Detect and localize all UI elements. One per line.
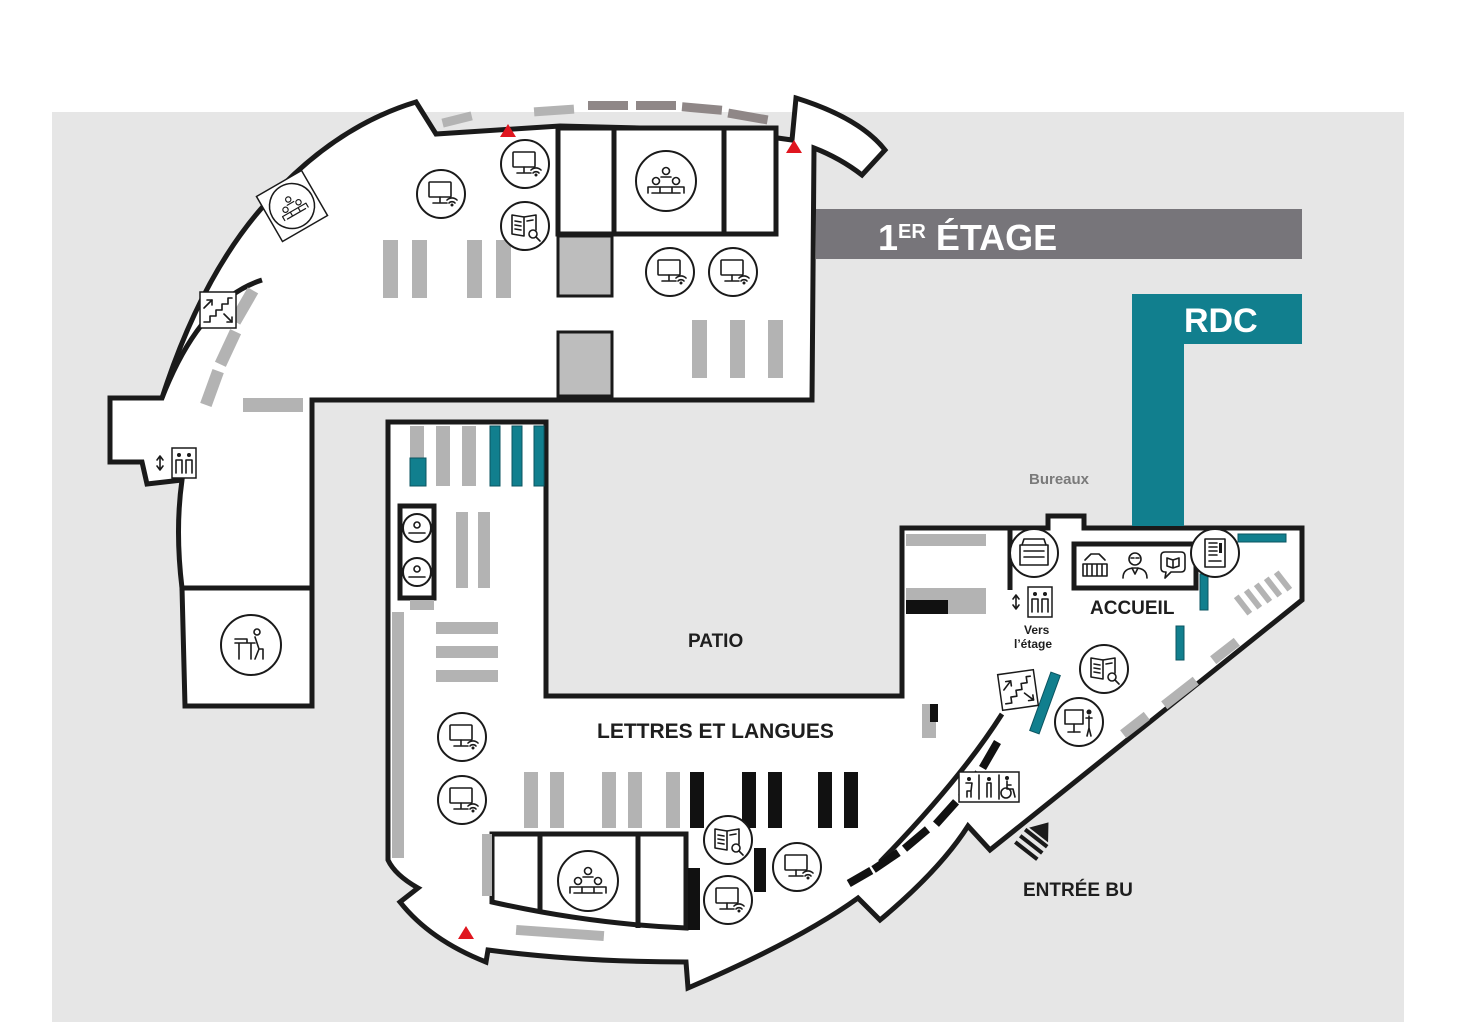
group-work-room-icon (402, 513, 432, 543)
upper-shelves (200, 240, 783, 412)
upper-floor-banner (816, 209, 1302, 259)
emergency-marker-icon (500, 124, 516, 137)
group-work-room-icon (557, 850, 619, 912)
study-desk-icon (220, 614, 282, 676)
computer-wifi-icon (772, 842, 822, 892)
upper-grey-room (556, 234, 614, 298)
ground-floor-banner (1132, 294, 1302, 526)
vers-etage-label-2: l’étage (1014, 637, 1052, 651)
library-building-icon (1082, 553, 1108, 577)
help-chat-icon (1160, 551, 1186, 579)
group-work-room-icon (635, 150, 697, 212)
patio-label: PATIO (688, 631, 743, 652)
entree-bu-label: ENTRÉE BU (1023, 879, 1133, 901)
computer-wifi-icon (703, 875, 753, 925)
vers-etage-label-1: Vers (1024, 623, 1050, 637)
librarian-icon (1122, 552, 1148, 579)
staircase-icon (199, 291, 237, 329)
computer-wifi-icon (708, 247, 758, 297)
computer-wifi-icon (500, 139, 550, 189)
bureaux-label: Bureaux (1029, 471, 1090, 488)
ground-floor (385, 419, 1305, 992)
entrance-arrow-icon (1014, 822, 1049, 861)
vending-machine-icon (1190, 528, 1240, 578)
presentation-icon (1054, 697, 1104, 747)
photocopier-icon (1009, 528, 1059, 578)
group-work-room-icon (255, 169, 329, 243)
group-work-room-icon (402, 557, 432, 587)
emergency-marker-icon (458, 926, 474, 939)
computer-wifi-icon (437, 712, 487, 762)
lettres-langues-label: LETTRES ET LANGUES (597, 720, 834, 743)
computer-wifi-icon (416, 169, 466, 219)
catalogue-search-icon (1079, 644, 1129, 694)
accueil-label: ACCUEIL (1090, 598, 1175, 619)
ground-shelves (392, 425, 1293, 942)
catalogue-search-icon (500, 201, 550, 251)
ground-inner-curve (878, 712, 1005, 864)
staircase-icon (996, 668, 1040, 712)
computer-wifi-icon (645, 247, 695, 297)
upper-floor (107, 94, 889, 709)
upper-grey-room-2 (556, 330, 614, 398)
ground-floor-label: RDC (1184, 302, 1258, 340)
catalogue-search-icon (703, 815, 753, 865)
upper-windows (441, 101, 769, 128)
upper-floor-label: 1ER ÉTAGE (878, 217, 1057, 258)
toilets-icon (958, 771, 1020, 803)
computer-wifi-icon (437, 775, 487, 825)
emergency-marker-icon (786, 140, 802, 153)
